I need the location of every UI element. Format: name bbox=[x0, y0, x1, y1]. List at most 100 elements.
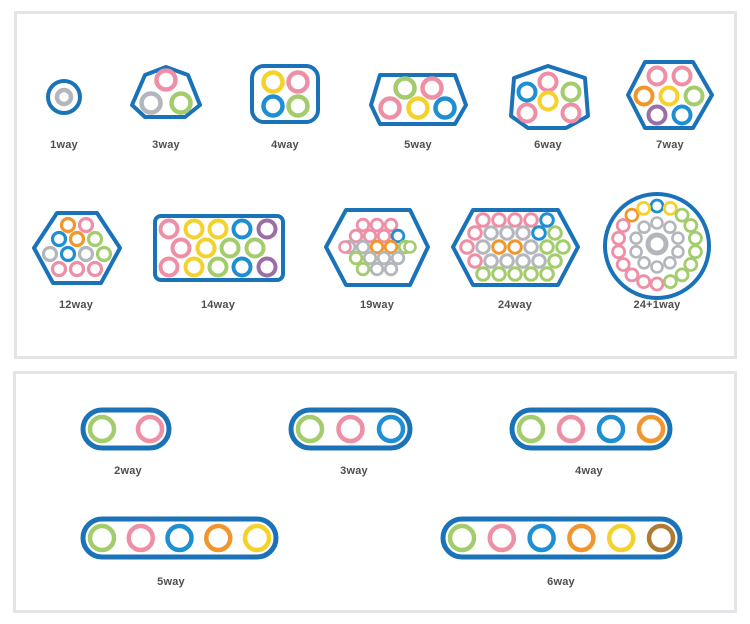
core-ring bbox=[135, 414, 165, 444]
core-ring bbox=[475, 212, 491, 228]
core-ring bbox=[77, 245, 95, 263]
core-ring bbox=[650, 260, 664, 274]
core-ring bbox=[362, 228, 378, 244]
core-ring bbox=[555, 239, 571, 255]
core-ring bbox=[170, 237, 192, 259]
core-ring bbox=[68, 230, 86, 248]
core-ring bbox=[606, 523, 636, 553]
core-ring bbox=[658, 85, 680, 107]
core-ring bbox=[204, 523, 233, 553]
core-ring bbox=[86, 230, 104, 248]
core-ring bbox=[383, 261, 399, 277]
core-ring bbox=[531, 253, 547, 269]
core-ring bbox=[50, 230, 68, 248]
core-ring bbox=[539, 239, 555, 255]
core-ring bbox=[420, 76, 444, 100]
core-ring bbox=[645, 232, 669, 256]
core-ring bbox=[403, 240, 417, 254]
core-ring bbox=[169, 91, 193, 115]
core-ring bbox=[523, 239, 539, 255]
core-ring bbox=[207, 218, 229, 240]
core-ring bbox=[231, 218, 253, 240]
core-ring bbox=[242, 523, 272, 553]
core-ring bbox=[615, 218, 631, 233]
core-ring bbox=[663, 255, 677, 270]
core-ring bbox=[523, 266, 539, 282]
core-ring bbox=[515, 253, 531, 269]
core-ring bbox=[483, 225, 499, 241]
core-ring bbox=[671, 104, 693, 126]
core-ring bbox=[516, 414, 546, 444]
core-ring bbox=[499, 225, 515, 241]
core-ring bbox=[231, 256, 253, 278]
core-ring bbox=[59, 216, 77, 234]
core-ring bbox=[499, 253, 515, 269]
core-ring bbox=[483, 253, 499, 269]
core-ring bbox=[487, 523, 517, 553]
core-ring bbox=[459, 239, 475, 255]
core-ring bbox=[615, 257, 631, 272]
core-ring bbox=[336, 414, 365, 444]
core-ring bbox=[637, 220, 651, 235]
core-ring bbox=[50, 260, 68, 278]
core-ring bbox=[537, 71, 559, 93]
cable-sheath bbox=[509, 407, 673, 451]
core-ring bbox=[649, 276, 665, 292]
core-ring bbox=[126, 523, 155, 553]
core-ring bbox=[516, 81, 538, 103]
core-ring bbox=[671, 231, 685, 246]
core-ring bbox=[646, 65, 668, 87]
core-ring bbox=[515, 225, 531, 241]
label-4way: 4way bbox=[271, 139, 299, 151]
core-ring bbox=[556, 414, 586, 444]
core-ring bbox=[390, 250, 406, 266]
core-ring bbox=[467, 253, 483, 269]
core-ring bbox=[637, 255, 651, 270]
core-ring bbox=[261, 70, 285, 94]
core-ring bbox=[629, 231, 643, 246]
core-ring bbox=[491, 212, 507, 228]
core-ring bbox=[406, 96, 430, 120]
core-ring bbox=[256, 218, 278, 240]
label-19way: 19way bbox=[359, 299, 395, 311]
core-ring bbox=[629, 244, 643, 259]
label-24way: 24way bbox=[497, 299, 533, 311]
core-ring bbox=[688, 230, 703, 246]
core-ring bbox=[547, 225, 563, 241]
core-ring bbox=[376, 250, 392, 266]
label-14way: 14way bbox=[200, 299, 236, 311]
core-ring bbox=[475, 239, 491, 255]
core-ring bbox=[507, 212, 523, 228]
core-ring bbox=[378, 96, 402, 120]
core-ring bbox=[207, 256, 229, 278]
core-ring bbox=[646, 523, 676, 553]
core-ring bbox=[54, 87, 74, 107]
core-ring bbox=[433, 96, 457, 120]
core-ring bbox=[295, 414, 325, 444]
core-ring bbox=[348, 250, 364, 266]
core-ring bbox=[507, 239, 523, 255]
core-ring bbox=[671, 244, 685, 259]
label-flat-3way: 3way bbox=[340, 465, 368, 477]
core-ring bbox=[662, 200, 678, 216]
core-ring bbox=[286, 70, 310, 94]
core-ring bbox=[624, 267, 640, 283]
core-ring bbox=[41, 245, 59, 263]
core-ring bbox=[87, 523, 117, 553]
core-ring bbox=[671, 65, 693, 87]
core-ring bbox=[688, 244, 703, 260]
core-ring bbox=[355, 261, 371, 277]
core-ring bbox=[475, 266, 491, 282]
core-ring bbox=[624, 207, 640, 223]
core-ring bbox=[567, 523, 596, 553]
core-ring bbox=[531, 225, 547, 241]
core-ring bbox=[219, 237, 241, 259]
core-ring bbox=[183, 218, 205, 240]
multi-core-cable-panel bbox=[14, 11, 737, 359]
label-3way: 3way bbox=[152, 139, 180, 151]
core-ring bbox=[59, 245, 77, 263]
label-5way: 5way bbox=[404, 139, 432, 151]
core-ring bbox=[537, 90, 559, 112]
core-ring bbox=[369, 239, 385, 255]
